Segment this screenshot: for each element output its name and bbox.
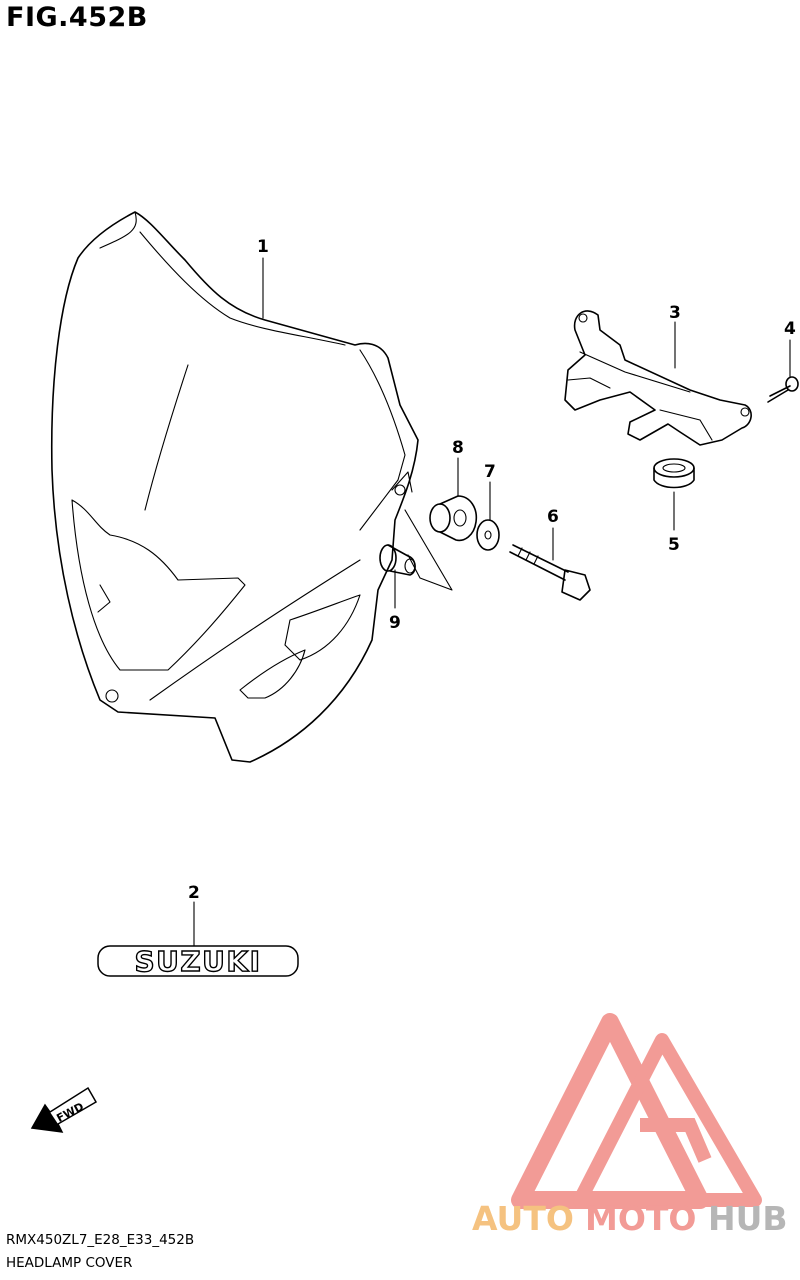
callout-5: 5	[668, 535, 680, 555]
part-5-grommet: 5	[653, 458, 695, 555]
section-name: HEADLAMP COVER	[6, 1255, 133, 1271]
callout-2: 2	[188, 883, 200, 903]
watermark-triangle-inner	[573, 1033, 762, 1207]
part-1-headlamp-cover: 1	[50, 211, 453, 763]
callout-8: 8	[452, 438, 464, 458]
fwd-arrow-icon: FWD	[30, 1086, 98, 1133]
part-9-collar: 9	[379, 544, 416, 633]
part-8-cushion: 8	[429, 438, 478, 542]
callout-4: 4	[784, 319, 796, 339]
watermark-moto: MOTO	[585, 1199, 696, 1238]
part-3-bracket: 3	[564, 303, 752, 446]
figure-title: FIG.452B	[6, 2, 148, 33]
part-4-screw: 4	[767, 319, 799, 403]
callout-1: 1	[257, 237, 269, 257]
watermark-auto: AUTO	[472, 1199, 574, 1238]
emblem-text: SUZUKI	[134, 945, 261, 978]
callout-9: 9	[389, 613, 401, 633]
callout-3: 3	[669, 303, 681, 323]
callout-6: 6	[547, 507, 559, 527]
part-6-bolt: 6	[509, 507, 591, 601]
callout-7: 7	[484, 462, 496, 482]
part-7-washer: 7	[476, 462, 500, 551]
watermark-logo: AUTO MOTO HUB	[472, 1013, 788, 1238]
part-2-emblem: SUZUKI 2	[97, 883, 299, 979]
watermark-hub: HUB	[708, 1199, 788, 1238]
watermark-g-shape	[640, 1118, 712, 1163]
model-code: RMX450ZL7_E28_E33_452B	[6, 1232, 195, 1248]
